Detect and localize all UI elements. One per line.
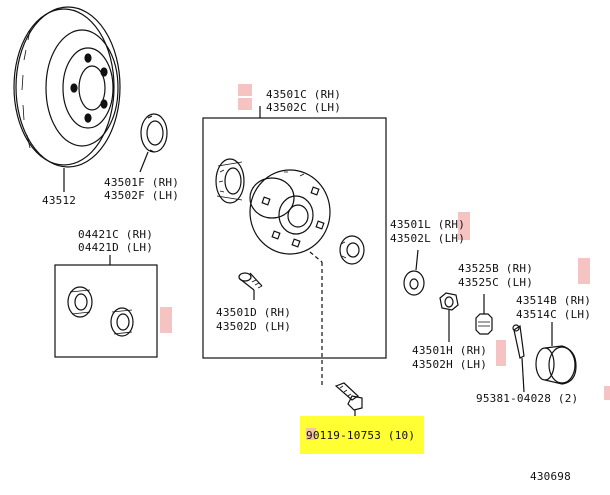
label-bearing-kit-rh: 04421C (RH) — [78, 228, 154, 241]
label-seal-lh: 43502F (LH) — [104, 189, 180, 202]
bolt-label-highlight — [300, 416, 424, 454]
label-washer-lh: 43502L (LH) — [390, 232, 466, 245]
marker — [306, 428, 316, 440]
hub-frame — [202, 106, 387, 359]
grease-cap-drawing — [535, 322, 577, 385]
marker — [160, 307, 172, 333]
label-lock-cap-lh: 43525C (LH) — [458, 276, 534, 289]
label-washer-rh: 43501L (RH) — [390, 218, 466, 231]
label-hub-rh: 43501C (RH) — [266, 88, 342, 101]
lock-cap-drawing — [475, 294, 493, 335]
cotter-pin-drawing — [512, 324, 525, 393]
inner-bearing-drawing — [215, 158, 245, 204]
marker — [238, 84, 252, 96]
outer-bearing-drawing — [339, 235, 365, 265]
marker — [604, 386, 610, 400]
label-disc: 43512 — [42, 194, 77, 207]
label-grease-cap-rh: 43514B (RH) — [516, 294, 592, 307]
marker — [458, 212, 470, 240]
oil-seal-drawing — [139, 113, 168, 173]
label-cotter-pin: 95381-04028 (2) — [476, 392, 579, 405]
label-bearing-kit-lh: 04421D (LH) — [78, 241, 154, 254]
marker — [578, 258, 590, 284]
label-hub-bolt-lh: 43502D (LH) — [216, 320, 292, 333]
label-bolt: 90119-10753 (10) — [306, 429, 416, 442]
label-hub-lh: 43502C (LH) — [266, 101, 342, 114]
nut-drawing — [439, 292, 459, 342]
marker — [496, 340, 506, 366]
hub-bolt-drawing — [238, 272, 263, 300]
figure-number: 430698 — [530, 470, 571, 483]
marker — [238, 98, 252, 110]
brake-disc-drawing — [13, 6, 121, 192]
bearing-kit-frame — [54, 255, 158, 358]
label-grease-cap-lh: 43514C (LH) — [516, 308, 592, 321]
label-nut-rh: 43501H (RH) — [412, 344, 488, 357]
washer-drawing — [403, 249, 425, 296]
label-nut-lh: 43502H (LH) — [412, 358, 488, 371]
label-seal-rh: 43501F (RH) — [104, 176, 180, 189]
label-hub-bolt-rh: 43501D (RH) — [216, 306, 292, 319]
hub-drawing — [249, 169, 331, 385]
label-lock-cap-rh: 43525B (RH) — [458, 262, 534, 275]
